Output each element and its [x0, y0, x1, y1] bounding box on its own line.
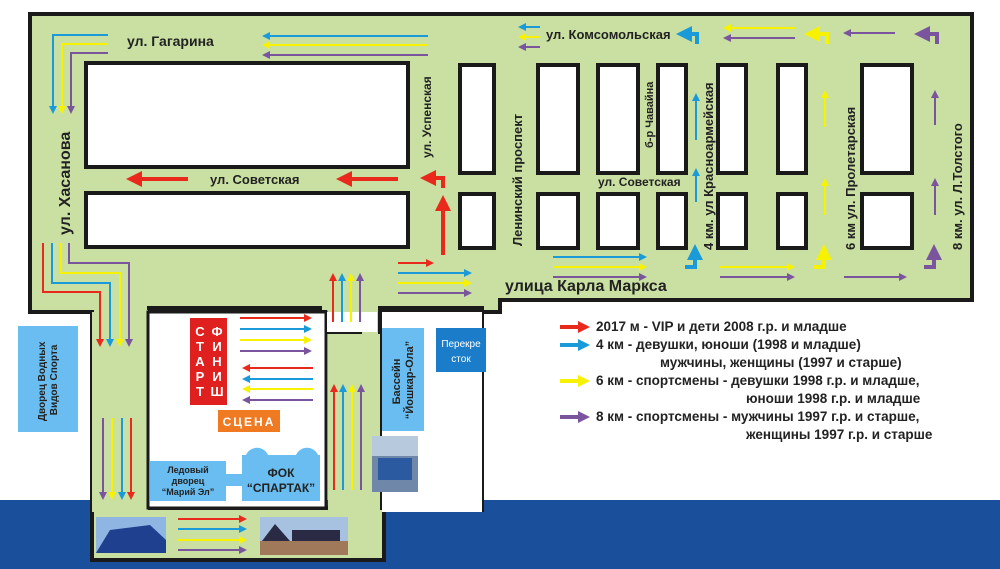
start-letter: Т — [196, 339, 204, 354]
stage-label: СЦЕНА — [223, 415, 276, 429]
crossroads-store-label: Перекре — [441, 339, 481, 350]
finish-letter: Н — [212, 354, 221, 369]
block — [860, 63, 914, 175]
venue-photo — [372, 436, 418, 492]
block — [536, 192, 580, 250]
stage-box — [218, 410, 280, 432]
pool-label: Бассейн “Йошкар-Ола” — [391, 341, 416, 419]
start-finish-box — [190, 318, 227, 405]
legend-label: юноши 1998 г.р. и младше — [746, 391, 921, 406]
block — [536, 63, 580, 175]
block — [656, 63, 688, 175]
pool-label-line2: “Йошкар-Ола” — [403, 341, 416, 419]
fok-spartak-label: “СПАРТАК” — [247, 481, 315, 495]
route-turn-8km — [924, 244, 942, 269]
legend-label: 2017 м - VIP и дети 2008 г.р. и младше — [596, 319, 847, 334]
route-arrow-4km — [51, 243, 114, 347]
water-sports-palace-box — [18, 326, 78, 432]
street-label-sovetskaya-west: ул. Советская — [210, 172, 300, 187]
legend-label: мужчины, женщины (1997 и старше) — [660, 355, 902, 370]
route-turn-4km — [685, 244, 703, 269]
venues: С Т А Р Т Ф И Н И Ш СЦЕНА Ледовый дворец… — [18, 318, 486, 555]
street-label-karla-marksa: улица Карла Маркса — [505, 278, 667, 295]
turn-arrows — [126, 26, 942, 269]
block — [656, 192, 688, 250]
pool-box — [382, 328, 424, 431]
finish-letter: И — [212, 369, 221, 384]
route-turn-2017m — [420, 170, 445, 188]
ice-palace-label: Ледовый — [167, 465, 208, 475]
street-label-tolstogo: 8 км. ул. Л.Толстого — [950, 123, 965, 250]
yellow-arrow-icon — [560, 375, 590, 387]
route-arrow-4km — [49, 34, 108, 114]
route-arrow-8km — [68, 243, 133, 347]
route-arrows — [42, 23, 939, 554]
street-label-sovetskaya-east: ул. Советская — [598, 175, 681, 189]
fok-spartak-label: ФОК — [268, 466, 296, 480]
route-turn-4km — [676, 26, 699, 44]
block — [458, 63, 496, 175]
street-label-gagarina: ул. Гагарина — [127, 33, 214, 49]
block — [776, 63, 808, 175]
street-label-uspenskaya: ул. Успенская — [420, 76, 434, 158]
block — [84, 61, 410, 169]
route-arrow-6km — [58, 43, 108, 114]
street-label-proletarskaya: 6 км ул. Пролетарская — [843, 107, 858, 250]
block — [716, 63, 748, 175]
crossroads-store-label: сток — [451, 354, 471, 365]
block — [860, 192, 914, 250]
ice-palace-label: дворец — [172, 476, 205, 486]
block — [776, 192, 808, 250]
finish-letter: Ф — [211, 324, 222, 339]
block — [84, 191, 410, 249]
finish-letter: Ш — [210, 384, 223, 399]
street-label-komsomolskaya: ул. Комсомольская — [546, 27, 671, 42]
ice-palace-box — [150, 461, 226, 501]
route-turn-6km — [804, 26, 829, 44]
route-turn-6km — [814, 244, 832, 269]
legend-label: 4 км - девушки, юноши (1998 и младше) — [596, 337, 861, 352]
red-arrow-icon — [560, 321, 590, 333]
legend-label: 6 км - спортсмены - девушки 1998 г.р. и … — [596, 373, 920, 388]
block — [596, 63, 640, 175]
pool-label-line1: Бассейн — [391, 359, 403, 405]
street-labels: ул. Гагарина ул. Комсомольская ул. Совет… — [57, 27, 965, 295]
street-label-leninsky: Ленинский проспект — [510, 114, 525, 246]
legend-label: женщины 1997 г.р. и старше — [746, 427, 933, 442]
purple-arrow-icon — [560, 411, 590, 423]
route-arrow-6km — [60, 243, 124, 347]
legend-label: 8 км - спортсмены - мужчины 1997 г.р. и … — [596, 409, 920, 424]
venue-photo — [96, 517, 166, 553]
start-letter: Т — [196, 384, 204, 399]
fok-spartak-box — [242, 447, 320, 501]
start-letter: С — [195, 324, 205, 339]
street-label-khasanova: ул. Хасанова — [57, 132, 74, 235]
route-arrow-2017m — [42, 243, 104, 347]
start-letter: А — [195, 354, 205, 369]
block — [716, 192, 748, 250]
route-turn-8km — [914, 26, 939, 44]
street-label-chavaina: б-р Чавайна — [644, 81, 656, 148]
start-letter: Р — [196, 369, 205, 384]
water-sports-palace-label: Дворец Водных Видов Спорта — [37, 339, 60, 421]
ice-palace-label: “Марий Эл” — [162, 487, 215, 497]
water-label-line2: Видов Спорта — [49, 344, 60, 415]
water-label-line1: Дворец Водных — [37, 341, 48, 421]
finish-letter: И — [212, 339, 221, 354]
block — [458, 192, 496, 250]
crossroads-store-box — [436, 328, 486, 372]
venue-photo — [260, 517, 348, 555]
blue-arrow-icon — [560, 339, 590, 351]
city-blocks — [84, 61, 914, 250]
street-label-krasnoarmeyskaya: 4 км. ул Красноармейская — [701, 82, 716, 250]
block — [596, 192, 640, 250]
route-arrow-8km — [67, 52, 108, 114]
